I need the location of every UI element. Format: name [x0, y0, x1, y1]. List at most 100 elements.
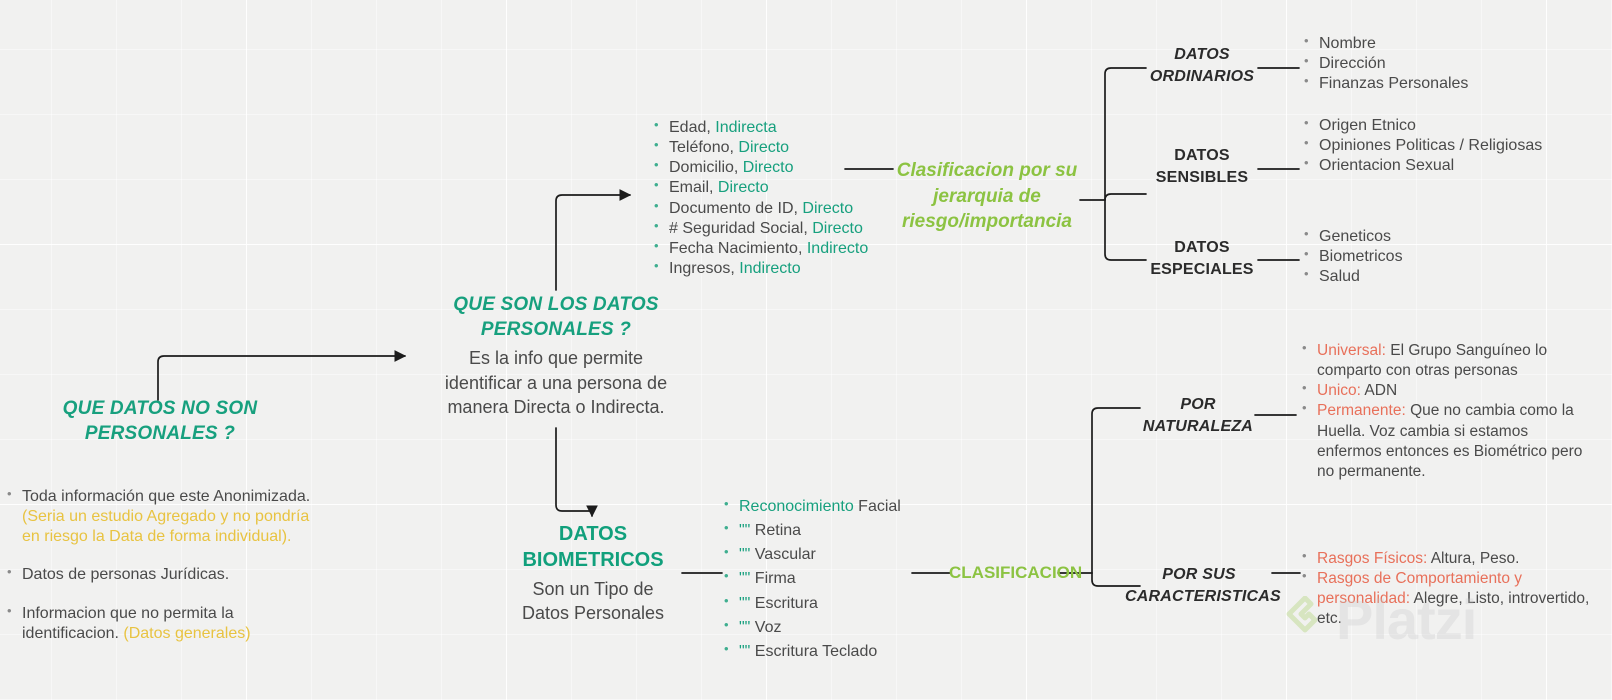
branch-label-line2: NATURALEZA [1142, 418, 1254, 436]
list-item: Origen Etnico [1302, 115, 1570, 136]
item-rest: ADN [1364, 382, 1398, 400]
central-body-line2: identificar a una persona de [444, 372, 668, 393]
biometrics-body: Son un Tipo de Datos Personales [497, 577, 689, 626]
classification-heading-line2: jerarquia de [933, 185, 1041, 207]
biometrics-examples: Reconocimiento Facial "" Retina "" Vascula… [722, 496, 922, 662]
item-prefix: "" [739, 618, 751, 636]
item-value: Indirecto [806, 239, 869, 257]
item-sep: : [1422, 550, 1431, 567]
branch-label-por-sus-caracteristicas: POR SUS CARACTERISTICAS [1125, 564, 1281, 609]
item-label: Domicilio, [669, 159, 743, 177]
branch-label-line1: DATOS [1174, 46, 1230, 63]
item-label: Opiniones Politicas / Religiosas [1319, 137, 1543, 155]
item-rest: Alegre, Listo, introvertido, etc. [1317, 590, 1590, 628]
item-label: Fecha Nacimiento, [669, 239, 807, 257]
classification-heading-line3: riesgo/importancia [902, 211, 1072, 233]
item-rest: Escritura Teclado [750, 642, 878, 660]
item-prefix: "" [739, 570, 751, 588]
por-naturaleza-items-wrap: Universal: El Grupo Sanguíneo lo compart… [1300, 340, 1595, 482]
item-highlight: Universal [1317, 342, 1382, 359]
central-body-line1: Es la info que permite [468, 348, 644, 369]
branch-label-line1: DATOS [1174, 147, 1230, 164]
list-item: Finanzas Personales [1302, 73, 1582, 94]
list-item: Reconocimiento Facial [722, 496, 922, 517]
list-item: "" Firma [722, 568, 922, 589]
item-highlight: Rasgos Físicos [1317, 550, 1423, 567]
branch-label-por-naturaleza: POR NATURALEZA [1140, 394, 1256, 439]
item-sep: : [1401, 402, 1411, 420]
item-rest: Que no cambia como la Huella. Voz cambia… [1317, 402, 1583, 480]
list-item: Teléfono, Directo [652, 137, 872, 158]
item-rest: Retina [750, 522, 802, 540]
item-label: Finanzas Personales [1319, 75, 1469, 93]
item-rest: El Grupo Sanguíneo lo comparto con otras… [1317, 342, 1548, 380]
item-label: Orientacion Sexual [1319, 157, 1455, 175]
central-heading: QUE SON LOS DATOS PERSONALES ? [425, 292, 687, 342]
item-rest: Altura, Peso. [1430, 550, 1520, 567]
list-item: Documento de ID, Directo [652, 198, 872, 219]
list-item: Universal: El Grupo Sanguíneo lo compart… [1300, 340, 1595, 381]
datos-ordinarios-items: NombreDirecciónFinanzas Personales [1302, 33, 1582, 94]
item-prefix: "" [739, 522, 751, 540]
branch-label-line2: ESPECIALES [1150, 261, 1254, 279]
central-body: Es la info que permite identificar a una… [425, 346, 687, 419]
list-item: "" Escritura Teclado [722, 641, 922, 662]
item-rest: Firma [750, 570, 796, 588]
biometrics-heading-line1: DATOS [558, 523, 628, 545]
item-label: Nombre [1319, 35, 1376, 52]
item-label: Dirección [1319, 55, 1386, 73]
not-personal-heading-line2: PERSONALES ? [84, 423, 236, 445]
biometrics-heading: DATOS BIOMETRICOS [497, 521, 689, 574]
branch-label-line1: POR [1180, 396, 1216, 413]
branch-label-line1: POR SUS [1162, 566, 1236, 583]
item-label: # Seguridad Social, [669, 219, 813, 237]
not-personal-heading-line1: QUE DATOS NO SON [62, 398, 258, 419]
list-item: Fecha Nacimiento, Indirecto [652, 238, 872, 259]
branch-label-line2: SENSIBLES [1155, 169, 1249, 187]
item-value: Indirecta [715, 119, 777, 136]
branch-label-line1: DATOS [1174, 239, 1230, 256]
list-item: Datos de personas Jurídicas. [5, 564, 325, 585]
item-rest: Voz [750, 618, 782, 636]
datos-especiales-items: GeneticosBiometricosSalud [1302, 226, 1582, 287]
classification-heading: Clasificacion por su jerarquia de riesgo… [894, 158, 1080, 235]
list-item: "" Retina [722, 520, 922, 541]
item-rest: Escritura [750, 594, 818, 612]
list-item: Orientacion Sexual [1302, 155, 1570, 176]
item-label: Biometricos [1319, 248, 1403, 266]
item-sep: : [1356, 382, 1365, 400]
item-label: Origen Etnico [1319, 117, 1416, 134]
central-heading-line1: QUE SON LOS DATOS [453, 294, 659, 315]
list-item: Informacion que no permita la identifica… [5, 603, 325, 644]
item-sep: : [1381, 342, 1391, 359]
datos-sensibles-items: Origen EtnicoOpiniones Politicas / Relig… [1302, 115, 1570, 176]
item-label: Edad, [669, 119, 716, 136]
biometrics-heading-line2: BIOMETRICOS [522, 549, 664, 572]
not-personal-heading: QUE DATOS NO SON PERSONALES ? [35, 396, 285, 446]
item-main: Datos de personas Jurídicas. [22, 566, 230, 584]
item-label: Geneticos [1319, 228, 1392, 245]
por-naturaleza-items: Universal: El Grupo Sanguíneo lo compart… [1300, 340, 1595, 482]
biometrics-body-line1: Son un Tipo de [532, 578, 654, 599]
item-value: Indirecto [739, 260, 801, 278]
biometrics-classification-label: CLASIFICACION [949, 563, 1083, 582]
item-highlight: Rasgos de Comportamiento y personalidad [1317, 570, 1523, 608]
item-label: Teléfono, [669, 139, 739, 157]
personal-data-list: Edad, IndirectaTeléfono, DirectoDomicili… [652, 117, 872, 279]
classification-heading-line1: Clasificacion por su [896, 160, 1078, 181]
branch-label-line2: ORDINARIOS [1149, 68, 1255, 86]
list-item: Nombre [1302, 33, 1582, 54]
item-label: Salud [1319, 268, 1360, 286]
item-prefix: "" [739, 642, 751, 660]
item-value: Directo [812, 219, 863, 237]
datos-especiales-items-wrap: GeneticosBiometricosSalud [1302, 226, 1582, 287]
list-item: "" Vascular [722, 544, 922, 565]
list-item: Ingresos, Indirecto [652, 258, 872, 279]
list-item: Salud [1302, 266, 1582, 287]
list-item: Rasgos de Comportamiento y personalidad:… [1300, 568, 1595, 629]
list-item: Permanente: Que no cambia como la Huella… [1300, 400, 1595, 482]
item-prefix: "" [739, 594, 751, 612]
por-caracteristicas-items: Rasgos Físicos: Altura, Peso.Rasgos de C… [1300, 548, 1595, 630]
item-rest: Facial [853, 498, 901, 515]
